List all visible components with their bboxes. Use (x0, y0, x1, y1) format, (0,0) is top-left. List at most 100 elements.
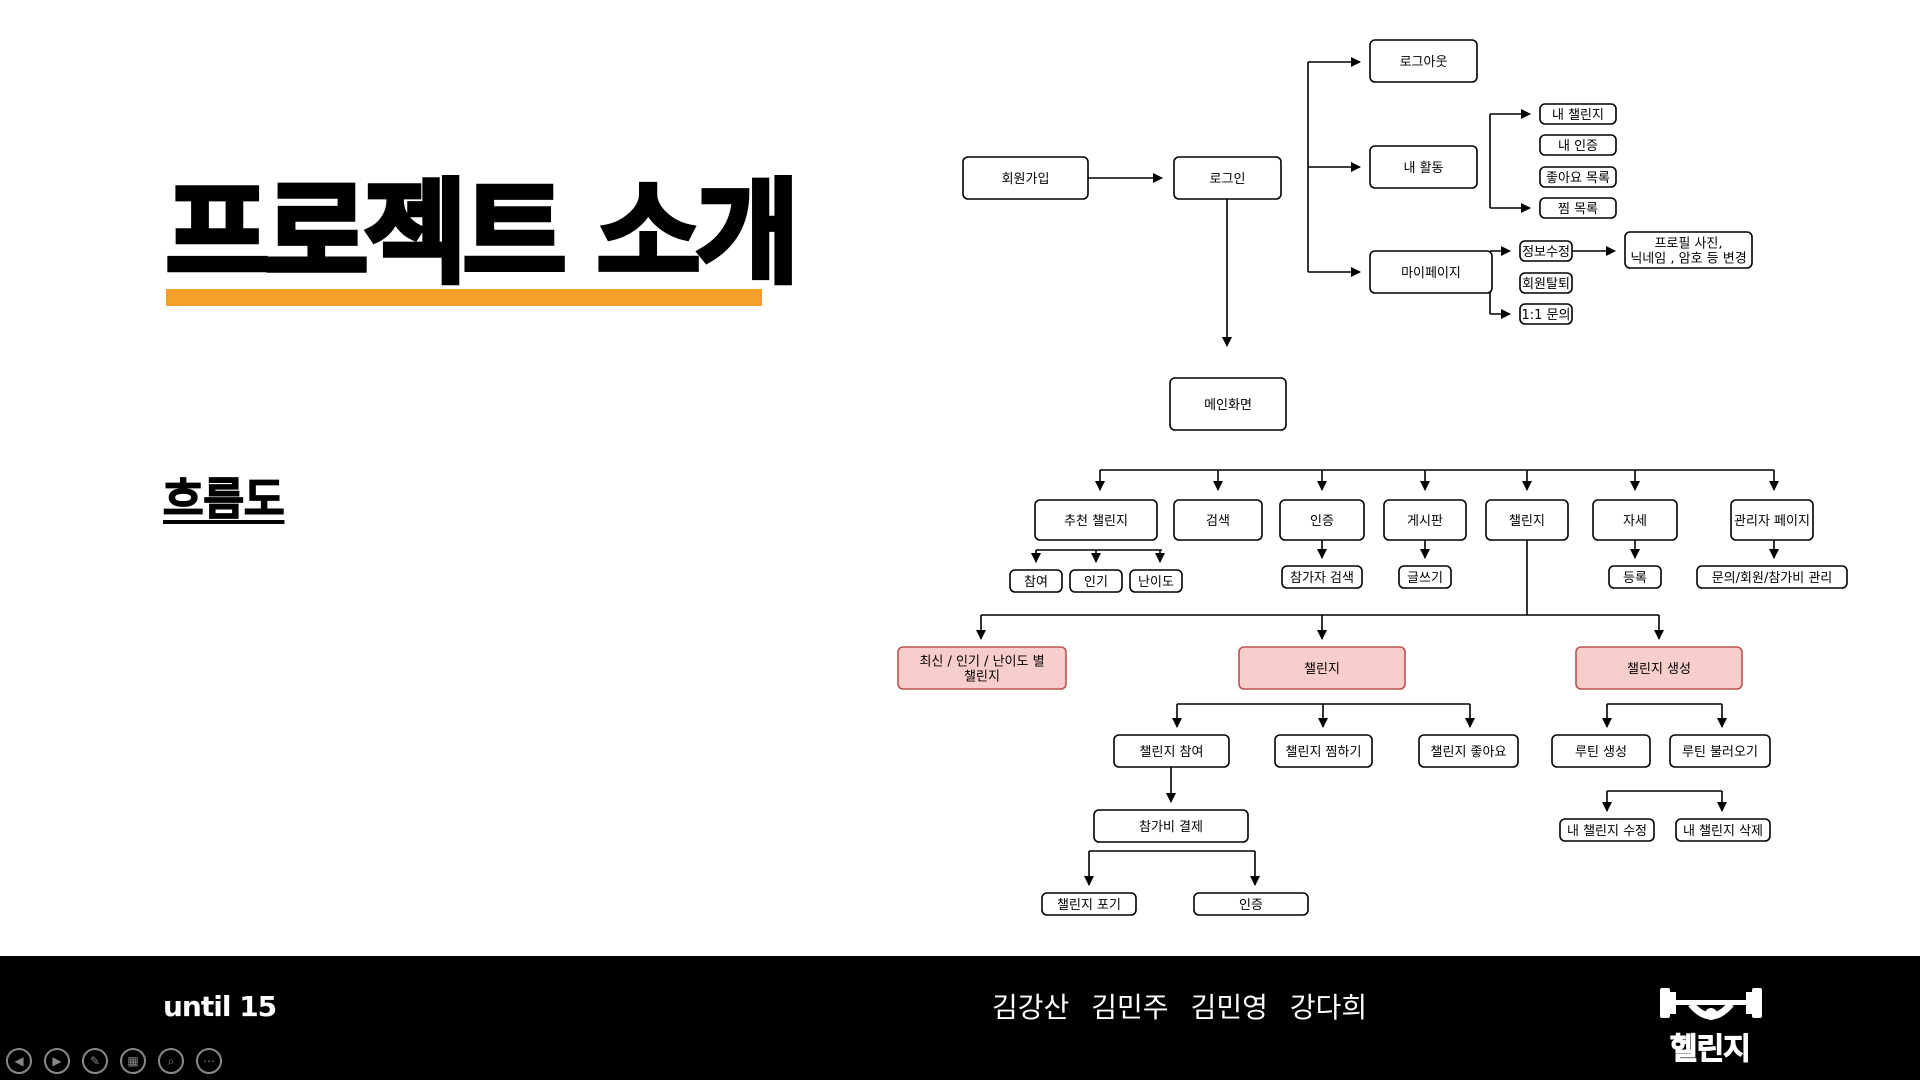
node-difficulty: 난이도 (1129, 569, 1183, 593)
node-label: 닉네임 , 암호 등 변경 (1630, 252, 1746, 267)
page-title: 프로젝트 소개 (163, 169, 801, 299)
node-fee-payment: 참가비 결제 (1093, 809, 1249, 843)
member-name: 강다희 (1289, 991, 1368, 1024)
node-label: 자세 (1623, 514, 1647, 529)
node-label: 인증 (1310, 514, 1334, 529)
node-my-challenge: 내 챌린지 (1539, 103, 1617, 125)
node-label: 추천 챌린지 (1064, 514, 1128, 529)
node-label: 참가비 결제 (1139, 820, 1203, 835)
node-label: 로그아웃 (1400, 55, 1448, 70)
node-label: 최신 / 인기 / 난이도 별 (919, 655, 1044, 670)
node-popular: 인기 (1069, 569, 1123, 593)
node-board: 게시판 (1383, 499, 1467, 541)
node-label: 난이도 (1138, 575, 1174, 590)
node-label: 인증 (1239, 898, 1263, 913)
node-challenge2: 챌린지 (1238, 646, 1406, 690)
node-join: 참여 (1009, 569, 1063, 593)
node-label: 내 챌린지 수정 (1567, 824, 1647, 839)
node-inquiry: 1:1 문의 (1519, 303, 1573, 325)
node-label: 등록 (1623, 571, 1647, 586)
node-admin: 관리자 페이지 (1730, 499, 1814, 541)
previous-slide-icon[interactable]: ◀ (6, 1048, 32, 1074)
node-label: 내 활동 (1403, 161, 1443, 176)
node-label: 글쓰기 (1407, 571, 1443, 586)
node-create-challenge: 챌린지 생성 (1575, 646, 1743, 690)
node-label: 루틴 생성 (1575, 745, 1627, 760)
footer-team-name: until 15 (163, 990, 277, 1023)
node-routine-load: 루틴 불러오기 (1669, 734, 1771, 768)
node-login: 로그인 (1173, 156, 1282, 200)
pen-icon[interactable]: ✎ (82, 1048, 108, 1074)
node-mypage: 마이페이지 (1369, 250, 1493, 294)
node-label: 관리자 페이지 (1734, 514, 1810, 529)
next-slide-icon[interactable]: ▶ (44, 1048, 70, 1074)
node-profile-change: 프로필 사진,닉네임 , 암호 등 변경 (1624, 231, 1753, 269)
node-label: 내 챌린지 (1552, 108, 1604, 123)
node-challenge-like: 챌린지 좋아요 (1418, 734, 1519, 768)
node-label: 프로필 사진, (1654, 237, 1722, 252)
footer-bar (0, 956, 1920, 1080)
node-label: 챌린지 (1304, 662, 1340, 677)
node-my-activity: 내 활동 (1369, 145, 1478, 189)
node-withdraw: 회원탈퇴 (1519, 272, 1573, 294)
node-label: 로그인 (1210, 172, 1246, 187)
title-underline-bar (166, 289, 762, 306)
node-label: 회원가입 (1002, 172, 1050, 187)
node-label: 챌린지 좋아요 (1431, 745, 1507, 760)
node-signup: 회원가입 (962, 156, 1089, 200)
node-label: 마이페이지 (1401, 266, 1461, 281)
node-challenge: 챌린지 (1485, 499, 1569, 541)
node-label: 내 챌린지 삭제 (1683, 824, 1763, 839)
node-write: 글쓰기 (1398, 565, 1452, 589)
node-label: 좋아요 목록 (1546, 171, 1610, 186)
node-label: 1:1 문의 (1522, 308, 1571, 323)
node-challenge-wish: 챌린지 찜하기 (1274, 734, 1373, 768)
node-label: 참여 (1024, 575, 1048, 590)
node-routine-create: 루틴 생성 (1551, 734, 1651, 768)
node-recommend: 추천 챌린지 (1034, 499, 1158, 541)
node-label: 챌린지 참여 (1140, 745, 1204, 760)
logo-text: 헬린지 (1670, 1032, 1752, 1068)
node-delete-my-challenge: 내 챌린지 삭제 (1675, 818, 1771, 842)
node-label: 챌린지 (964, 670, 1000, 685)
node-participant-search: 참가자 검색 (1281, 565, 1363, 589)
more-options-icon[interactable]: ⋯ (196, 1048, 222, 1074)
slide-grid-icon[interactable]: ▦ (120, 1048, 146, 1074)
node-edit-my-challenge: 내 챌린지 수정 (1559, 818, 1655, 842)
node-label: 찜 목록 (1558, 202, 1598, 217)
node-label: 메인화면 (1204, 398, 1252, 413)
node-give-up: 챌린지 포기 (1041, 892, 1137, 916)
node-challenge-join: 챌린지 참여 (1113, 734, 1230, 768)
node-register: 등록 (1608, 565, 1662, 589)
node-label: 문의/회원/참가비 관리 (1712, 571, 1833, 586)
node-main: 메인화면 (1169, 377, 1287, 431)
member-name: 김민영 (1190, 991, 1268, 1024)
footer-members: 김강산 김민주 김민영 강다희 (992, 986, 1367, 1026)
node-label: 챌린지 (1509, 514, 1545, 529)
node-auth2: 인증 (1193, 892, 1309, 916)
node-label: 검색 (1206, 514, 1230, 529)
node-my-auth: 내 인증 (1539, 134, 1617, 156)
node-label: 정보수정 (1522, 245, 1570, 260)
node-label: 회원탈퇴 (1522, 277, 1570, 292)
node-label: 참가자 검색 (1290, 571, 1354, 586)
node-likes-list: 좋아요 목록 (1539, 166, 1617, 188)
dumbbell-logo-icon (1660, 988, 1762, 1020)
section-subtitle: 흐름도 (162, 474, 285, 525)
node-label: 챌린지 포기 (1057, 898, 1121, 913)
member-name: 김강산 (992, 991, 1070, 1024)
node-logout: 로그아웃 (1369, 39, 1478, 83)
node-label: 인기 (1084, 575, 1108, 590)
node-search: 검색 (1173, 499, 1263, 541)
node-label: 루틴 불러오기 (1682, 745, 1758, 760)
zoom-icon[interactable]: ⌕ (158, 1048, 184, 1074)
node-label: 게시판 (1407, 514, 1443, 529)
node-label: 챌린지 생성 (1627, 662, 1691, 677)
node-edit-info: 정보수정 (1519, 240, 1573, 262)
node-wish-list: 찜 목록 (1539, 197, 1617, 219)
node-label: 챌린지 찜하기 (1286, 745, 1362, 760)
node-auth: 인증 (1279, 499, 1365, 541)
